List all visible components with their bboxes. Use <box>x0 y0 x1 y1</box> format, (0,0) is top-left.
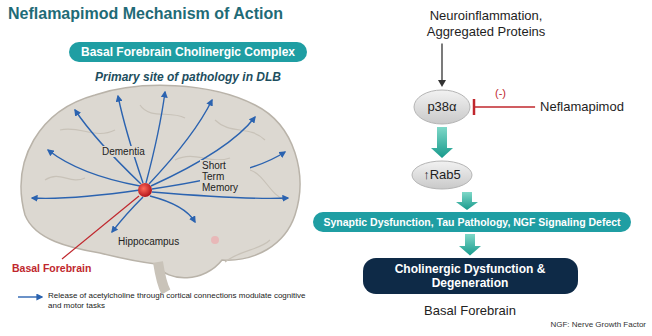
footnote: NGF: Nerve Growth Factor <box>550 320 646 329</box>
process-band: Synaptic Dysfunction, Tau Pathology, NGF… <box>313 212 630 232</box>
region-label: Dementia <box>100 146 147 157</box>
region-label: Short Term Memory <box>200 160 250 193</box>
connector <box>474 99 535 115</box>
connector <box>438 44 446 87</box>
input-text: Neuroinflammation, Aggregated Proteins <box>409 6 563 41</box>
region-label: Basal Forebrain <box>12 262 91 274</box>
legend-text: Release of acetylcholine through cortica… <box>48 291 313 310</box>
subheading: Primary site of pathology in DLB <box>95 70 281 84</box>
connector <box>459 234 481 256</box>
node-text: Synaptic Dysfunction, Tau Pathology, NGF… <box>323 216 620 229</box>
node-text: Cholinergic Dysfunction & Degeneration <box>371 262 570 291</box>
node-text: Neflamapimod <box>540 99 624 115</box>
drug-text: Neflamapimod <box>538 97 626 117</box>
edge-label: (-) <box>494 87 507 99</box>
region-label: Hippocampus <box>116 236 181 247</box>
connector <box>456 192 478 210</box>
node-text: Basal Forebrain Cholinergic Complex <box>81 45 295 59</box>
legend-arrow <box>18 296 42 297</box>
outcome-box: Cholinergic Dysfunction & Degeneration <box>363 258 578 295</box>
location-label: Basal Forebrain <box>424 303 516 318</box>
node-text: ↑Rab5 <box>423 167 461 183</box>
diagram-title: Neflamapimod Mechanism of Action <box>8 5 283 23</box>
connector <box>431 127 453 158</box>
protein-ellipse: ↑Rab5 <box>411 160 473 190</box>
header-band: Basal Forebrain Cholinergic Complex <box>69 42 307 62</box>
protein-ellipse: p38α <box>413 89 471 125</box>
node-text: p38α <box>427 99 456 115</box>
node-text: Neuroinflammation, Aggregated Proteins <box>411 8 561 39</box>
